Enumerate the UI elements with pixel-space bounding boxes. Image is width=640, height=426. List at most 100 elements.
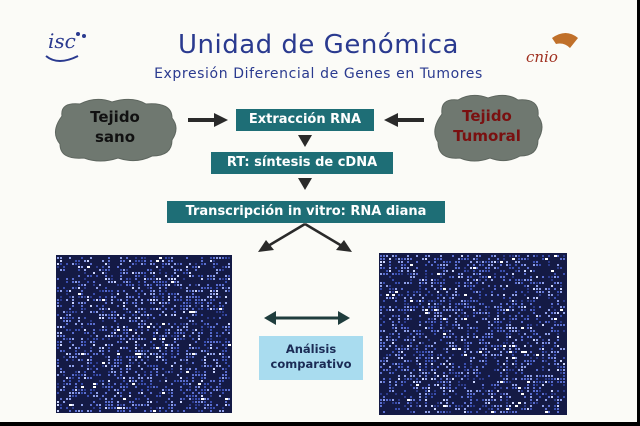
array-spot (404, 306, 406, 308)
array-spot (141, 326, 143, 328)
array-spot (228, 257, 230, 259)
array-spot (204, 359, 206, 361)
array-spot (392, 342, 394, 344)
array-spot (542, 366, 544, 368)
array-spot (479, 291, 481, 293)
array-spot (464, 402, 466, 404)
array-spot (108, 290, 110, 292)
array-spot (521, 264, 523, 266)
array-spot (216, 365, 218, 367)
array-spot (530, 327, 532, 329)
array-spot (470, 402, 472, 404)
array-spot (419, 324, 421, 326)
array-spot (506, 396, 508, 398)
array-spot (66, 299, 68, 301)
array-spot (458, 324, 460, 326)
array-spot (398, 321, 400, 323)
array-spot (78, 359, 80, 361)
array-spot (81, 293, 83, 295)
array-spot (509, 396, 511, 398)
array-spot (524, 387, 526, 389)
array-spot (380, 402, 382, 404)
array-spot (434, 390, 436, 392)
array-spot (464, 267, 466, 269)
array-spot (144, 323, 146, 325)
array-spot (228, 404, 230, 406)
array-spot (192, 338, 194, 340)
array-spot (434, 369, 436, 371)
array-spot (431, 360, 433, 362)
array-spot (551, 378, 553, 380)
array-spot (126, 332, 128, 334)
array-spot (105, 287, 107, 289)
array-spot (111, 278, 113, 280)
array-spot (494, 387, 496, 389)
array-spot (210, 404, 212, 406)
array-spot (383, 267, 385, 269)
array-spot (204, 398, 206, 400)
array-spot (560, 258, 562, 260)
array-spot (392, 315, 394, 317)
array-spot (108, 386, 110, 388)
array-spot (111, 293, 113, 295)
array-spot (443, 261, 445, 263)
array-spot (201, 332, 203, 334)
array-spot (93, 407, 95, 409)
array-spot (147, 398, 149, 400)
array-spot (521, 315, 523, 317)
array-spot (500, 354, 502, 356)
array-spot (398, 315, 400, 317)
array-spot (557, 369, 559, 371)
array-spot (171, 404, 173, 406)
array-spot (174, 338, 176, 340)
array-spot (434, 360, 436, 362)
array-spot (461, 327, 463, 329)
array-spot (99, 314, 101, 316)
array-spot (201, 350, 203, 352)
array-spot (150, 302, 152, 304)
array-spot (213, 341, 215, 343)
array-spot (392, 279, 394, 281)
array-spot (506, 393, 508, 395)
array-spot (443, 390, 445, 392)
array-spot (84, 377, 86, 379)
array-spot (440, 321, 442, 323)
array-spot (383, 363, 385, 365)
array-spot (60, 341, 62, 343)
array-spot (117, 407, 120, 409)
array-spot (413, 276, 415, 278)
array-spot (57, 392, 59, 394)
array-spot (105, 314, 107, 316)
array-spot (476, 261, 478, 263)
array-spot (410, 342, 412, 344)
array-spot (102, 329, 104, 331)
array-spot (135, 398, 137, 400)
array-spot (464, 342, 466, 344)
array-spot (219, 278, 221, 280)
array-spot (440, 411, 442, 413)
array-spot (186, 272, 188, 274)
array-spot (171, 395, 173, 397)
array-spot (464, 351, 466, 353)
array-spot (57, 347, 59, 349)
array-spot (506, 369, 508, 371)
array-spot (96, 305, 98, 307)
array-spot (455, 387, 457, 389)
array-spot (476, 372, 478, 374)
array-spot (419, 399, 421, 401)
array-spot (380, 330, 382, 332)
array-spot (123, 314, 125, 316)
array-spot (159, 326, 161, 328)
array-spot (557, 324, 559, 326)
array-spot (189, 383, 191, 385)
array-spot (563, 324, 565, 326)
array-spot (455, 372, 457, 374)
array-spot (198, 299, 200, 301)
array-spot (395, 315, 397, 317)
array-spot (521, 369, 523, 371)
array-spot (159, 257, 162, 259)
array-spot (195, 347, 197, 349)
array-spot (398, 363, 400, 365)
array-spot (111, 311, 113, 313)
array-spot (446, 291, 448, 293)
